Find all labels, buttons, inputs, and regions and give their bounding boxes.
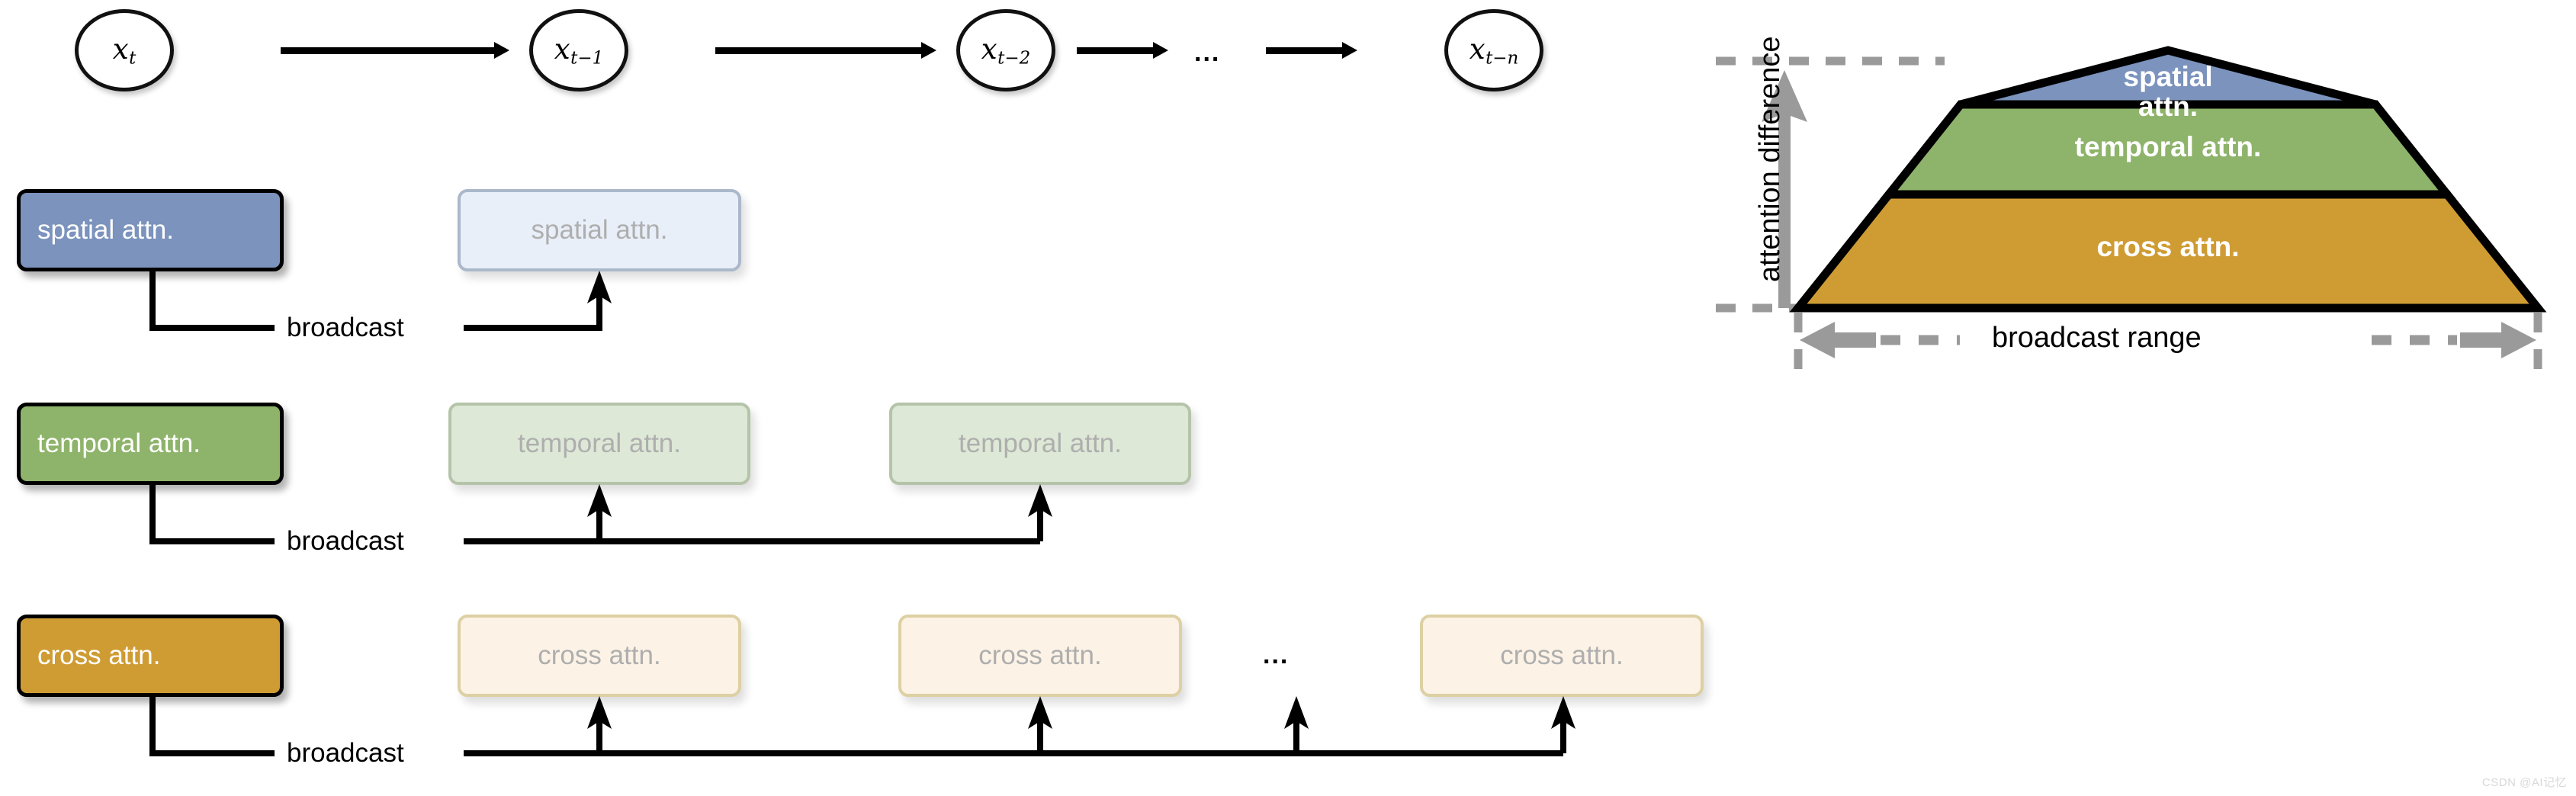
spatial-broadcast-label: broadcast (281, 314, 410, 341)
temporal-attn-ghost-box-2[interactable]: temporal attn. (889, 403, 1191, 485)
temporal-attn-source-box[interactable]: temporal attn. (17, 403, 284, 485)
state-node-label: xt−n (1469, 32, 1519, 69)
watermark: CSDN @AI记忆 (2481, 776, 2567, 789)
attention-difference-axis-label: attention difference (1754, 36, 1786, 282)
cross-attn-source-label: cross attn. (37, 640, 161, 670)
spatial-attn-source-label: spatial attn. (37, 215, 174, 245)
pyramid-tier-spatial (1959, 46, 2377, 109)
temporal-attn-ghost-label: temporal attn. (518, 428, 681, 458)
spatial-attn-source-box[interactable]: spatial attn. (17, 189, 284, 271)
cross-attn-ghost-label: cross attn. (538, 640, 661, 670)
cross-attn-ghost-box-1[interactable]: cross attn. (458, 615, 741, 697)
state-node-xt: xt (75, 9, 174, 91)
pyramid-tier-temporal (1880, 100, 2456, 199)
state-node-xt-1: xt−1 (529, 9, 628, 91)
broadcast-range-axis-label: broadcast range (1983, 323, 2211, 352)
spatial-attn-ghost-label: spatial attn. (531, 215, 668, 245)
cross-broadcast-arrowhead-4 (1551, 696, 1575, 729)
temporal-broadcast-arrowhead-1 (587, 484, 612, 517)
sequence-arrow-1 (281, 42, 509, 59)
cross-attn-ghost-label: cross attn. (1500, 640, 1624, 670)
sequence-arrow-4 (1266, 42, 1357, 59)
sequence-ellipsis: ... (1194, 38, 1221, 67)
attention-pyramid-panel: attention difference broadcast range spa… (1685, 0, 2576, 796)
temporal-attn-ghost-label: temporal attn. (959, 428, 1122, 458)
temporal-attn-source-label: temporal attn. (37, 428, 201, 458)
spatial-broadcast-arrowhead (587, 271, 612, 303)
broadcast-schematic-panel: xt xt−1 xt−2 xt−n ... spatial attn. spat… (17, 9, 1704, 766)
cross-broadcast-label: broadcast (281, 740, 410, 766)
sequence-arrow-3 (1077, 42, 1168, 59)
cross-attn-source-box[interactable]: cross attn. (17, 615, 284, 697)
cross-attn-ghost-box-3[interactable]: cross attn. (1420, 615, 1704, 697)
sequence-arrow-2 (715, 42, 936, 59)
attention-difference-axis-arrow (1762, 70, 1807, 308)
cross-broadcast-arrowhead-2 (1028, 696, 1052, 729)
spatial-attn-ghost-box-1[interactable]: spatial attn. (458, 189, 741, 271)
broadcast-range-measure-arrow (1800, 322, 2536, 358)
temporal-attn-ghost-box-1[interactable]: temporal attn. (448, 403, 750, 485)
cross-attn-ghost-label: cross attn. (978, 640, 1102, 670)
state-node-label: xt−2 (981, 32, 1031, 69)
pyramid-tier-cross (1789, 190, 2547, 313)
state-node-label: xt (112, 32, 137, 69)
spatial-broadcast-connector (149, 271, 612, 331)
state-node-xt-n: xt−n (1444, 9, 1543, 91)
temporal-broadcast-arrowhead-2 (1028, 484, 1052, 517)
cross-broadcast-connector (149, 696, 1575, 756)
state-node-label: xt−1 (554, 32, 604, 69)
temporal-broadcast-connector (149, 484, 1052, 544)
cross-broadcast-arrowhead-3 (1284, 696, 1309, 729)
cross-attn-ghost-box-2[interactable]: cross attn. (898, 615, 1182, 697)
state-node-xt-2: xt−2 (956, 9, 1055, 91)
cross-broadcast-arrowhead-1 (587, 696, 612, 729)
cross-attn-row-ellipsis: ... (1263, 640, 1290, 669)
pyramid-graphic (1716, 46, 2547, 381)
temporal-broadcast-label: broadcast (281, 528, 410, 554)
